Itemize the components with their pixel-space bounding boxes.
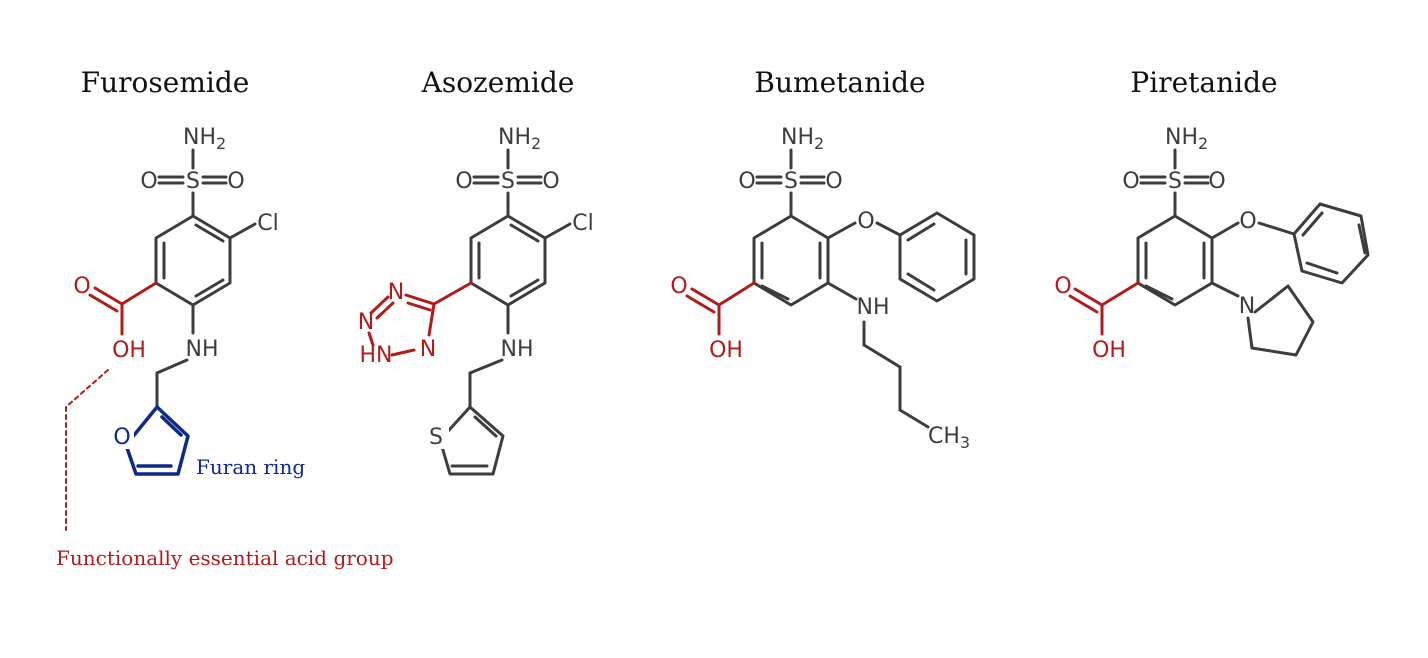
molecule-furosemide: NH2 S O O Cl NH O OH	[56, 125, 394, 570]
title-bumetanide: Bumetanide	[754, 66, 925, 99]
s-label: S	[1168, 169, 1182, 194]
ch3-label: CH3	[928, 424, 970, 452]
n-label: N	[420, 337, 436, 362]
o-label: O	[670, 274, 687, 299]
o-label: O	[113, 425, 130, 450]
acid-group-label: Functionally essential acid group	[56, 546, 394, 570]
title-furosemide: Furosemide	[81, 66, 250, 99]
o-label: O	[825, 169, 842, 194]
furan-ring-label: Furan ring	[196, 455, 305, 479]
oh-label: OH	[709, 338, 743, 363]
pyrrolidine-ring	[1246, 284, 1315, 357]
benzene-ring	[1136, 214, 1214, 307]
tetrazole-ring: N N HN N	[358, 280, 473, 368]
o-label: O	[227, 169, 244, 194]
nh-label: NH	[501, 337, 534, 362]
o-label: O	[1239, 209, 1256, 234]
benzene-ring	[154, 214, 232, 307]
phenyl-ring	[1292, 202, 1370, 285]
nh2-label: NH2	[183, 125, 226, 153]
furan-ring: O	[112, 405, 190, 476]
o-label: O	[1208, 169, 1225, 194]
o-label: O	[1054, 274, 1071, 299]
thiophene-ring: S	[427, 405, 505, 476]
o-label: O	[140, 169, 157, 194]
n-label: N	[1239, 294, 1255, 319]
cl-label: Cl	[257, 211, 278, 236]
o-label: O	[542, 169, 559, 194]
phenyl-ring	[898, 211, 976, 303]
s-label: S	[186, 169, 200, 194]
hn-label: HN	[360, 343, 393, 368]
benzene-ring	[469, 214, 547, 307]
oh-label: OH	[1092, 338, 1126, 363]
nh-label: NH	[186, 337, 219, 362]
cl-label: Cl	[572, 211, 593, 236]
nh2-label: NH2	[1165, 125, 1208, 153]
title-piretanide: Piretanide	[1130, 66, 1277, 99]
title-asozemide: Asozemide	[421, 66, 575, 99]
o-label: O	[738, 169, 755, 194]
o-label: O	[73, 274, 90, 299]
o-label: O	[455, 169, 472, 194]
molecule-asozemide: NH2 S O O Cl NH S	[358, 125, 594, 476]
n-label: N	[388, 280, 404, 305]
o-label: O	[1122, 169, 1139, 194]
o-label: O	[857, 209, 874, 234]
oh-label: OH	[112, 338, 146, 363]
n-label: N	[358, 310, 374, 335]
benzene-ring	[752, 214, 830, 307]
nh2-label: NH2	[498, 125, 541, 153]
molecule-bumetanide: NH2 S O O O NH CH3 O OH	[670, 125, 976, 452]
s-label: S	[784, 169, 798, 194]
nh2-label: NH2	[781, 125, 824, 153]
acid-leader-line	[65, 369, 109, 531]
s-label: S	[429, 425, 443, 450]
nh-label: NH	[857, 295, 890, 320]
s-label: S	[501, 169, 515, 194]
molecule-piretanide: NH2 S O O O N O OH	[1054, 125, 1370, 363]
